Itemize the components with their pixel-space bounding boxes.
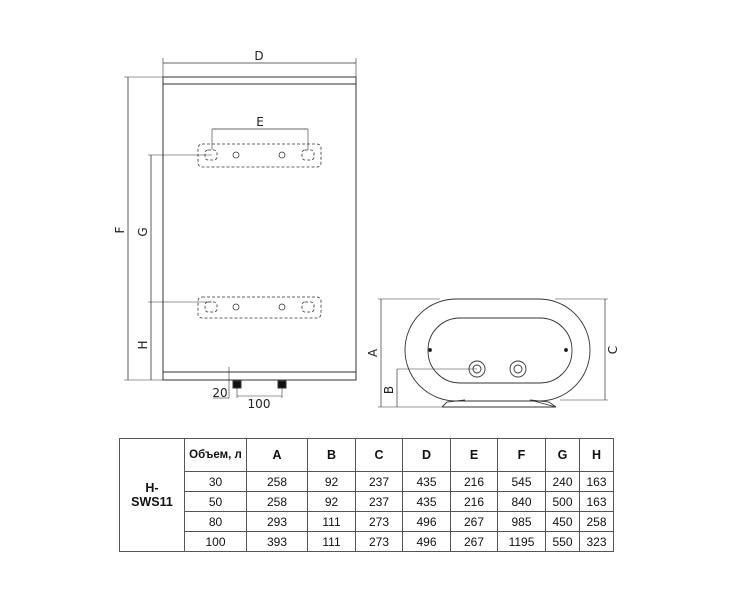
- cell: 840: [497, 491, 546, 512]
- cell: 267: [450, 531, 498, 552]
- label-b: B: [382, 386, 396, 394]
- volume-header: Объем, л: [184, 438, 247, 472]
- bottom-cap: [162, 371, 357, 381]
- cell: 237: [355, 471, 403, 492]
- col-header: E: [450, 438, 498, 472]
- cell: 258: [579, 511, 614, 532]
- volume-cell: 50: [184, 491, 247, 512]
- col-header: C: [355, 438, 403, 472]
- cell: 450: [545, 511, 580, 532]
- cell: 111: [307, 511, 356, 532]
- volume-cell: 30: [184, 471, 247, 492]
- label-e: E: [256, 115, 264, 129]
- cell: 111: [307, 531, 356, 552]
- cell: 393: [246, 531, 308, 552]
- cell: 496: [402, 511, 451, 532]
- cell: 237: [355, 491, 403, 512]
- cell: 258: [246, 471, 308, 492]
- cell: 216: [450, 471, 498, 492]
- cell: 258: [246, 491, 308, 512]
- volume-cell: 80: [184, 511, 247, 532]
- table-header-row: H- SWS11 Объем, л A B C D E F G H: [119, 438, 614, 552]
- col-header: G: [545, 438, 580, 472]
- cell: 435: [402, 491, 451, 512]
- label-d: D: [254, 49, 263, 63]
- model-cell: H- SWS11: [119, 438, 185, 552]
- cell: 1195: [497, 531, 546, 552]
- label-offset: 20: [212, 386, 227, 400]
- col-header: D: [402, 438, 451, 472]
- top-cap: [162, 76, 357, 85]
- front-view: [124, 58, 357, 399]
- cell: 92: [307, 491, 356, 512]
- cell: 496: [402, 531, 451, 552]
- volume-cell: 100: [184, 531, 247, 552]
- cell: 163: [579, 491, 614, 512]
- cell: 985: [497, 511, 546, 532]
- label-f: F: [113, 226, 127, 233]
- nozzle-left: [232, 380, 242, 389]
- model-name: H- SWS11: [131, 481, 173, 509]
- col-header: F: [497, 438, 546, 472]
- col-header: B: [307, 438, 356, 472]
- cell: 435: [402, 471, 451, 492]
- label-g: G: [136, 227, 150, 236]
- cell: 273: [355, 511, 403, 532]
- pipe-inlet: [509, 360, 527, 378]
- col-header: A: [246, 438, 308, 472]
- cell: 216: [450, 491, 498, 512]
- stand: [441, 399, 557, 408]
- cell: 500: [545, 491, 580, 512]
- side-view: [378, 298, 608, 408]
- cell: 273: [355, 531, 403, 552]
- inner-panel: [427, 317, 573, 384]
- cell: 163: [579, 471, 614, 492]
- cell: 550: [545, 531, 580, 552]
- label-c: C: [606, 346, 620, 354]
- nozzle-right: [277, 380, 287, 389]
- top-bracket: [197, 143, 322, 168]
- cell: 545: [497, 471, 546, 492]
- cell: 92: [307, 471, 356, 492]
- outer-shell: [404, 298, 591, 402]
- cell: 323: [579, 531, 614, 552]
- cell: 293: [246, 511, 308, 532]
- bottom-bracket: [197, 296, 322, 319]
- label-nozzle-spacing: 100: [248, 397, 271, 411]
- cell: 267: [450, 511, 498, 532]
- cell: 240: [545, 471, 580, 492]
- label-a: A: [366, 348, 380, 357]
- dimensions-table: H- SWS11 Объем, л A B C D E F G H 30 258…: [119, 438, 614, 552]
- col-header: H: [579, 438, 614, 472]
- label-h: H: [136, 340, 150, 349]
